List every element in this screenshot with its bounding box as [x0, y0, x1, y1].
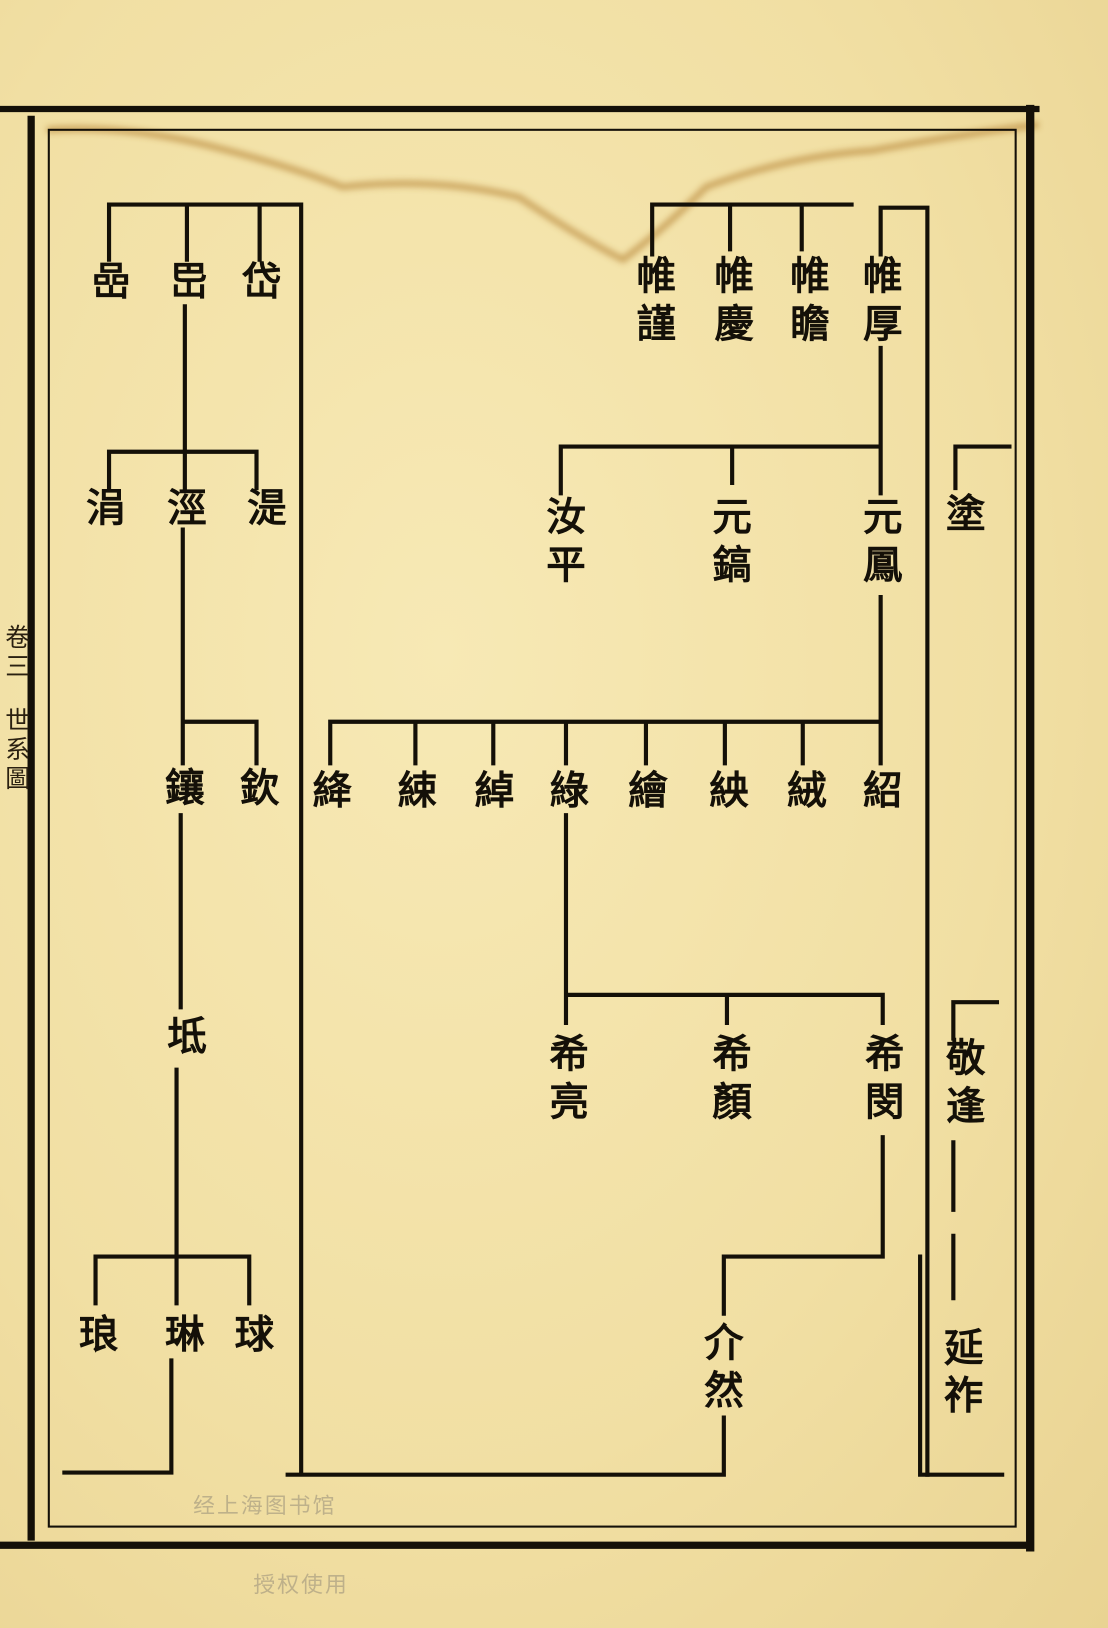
- person-name: 球: [234, 1310, 275, 1358]
- person-name: 元鳳: [862, 493, 903, 588]
- left-tree-lines-gen1: [106, 202, 304, 1475]
- person-name: 坻: [167, 1012, 207, 1060]
- person-name: 介然: [704, 1318, 744, 1414]
- person-name: 紹: [862, 766, 903, 814]
- person-name: 汝平: [546, 493, 586, 588]
- person-name: 涓: [86, 483, 126, 531]
- person-name: 綀: [397, 766, 438, 814]
- section-label: 世系圖: [5, 706, 31, 794]
- person-name: 湜: [247, 483, 287, 531]
- left-tree-lines-gen4-5: [62, 813, 252, 1475]
- right-tree-lines-gen5: [285, 1135, 885, 1477]
- person-name: 繪: [628, 766, 668, 814]
- person-name: 塗: [946, 490, 986, 537]
- right-tree-lines-gen3: [328, 595, 883, 766]
- right-tree-lines-gen4: [563, 813, 885, 1025]
- person-name: 希顏: [712, 1030, 752, 1125]
- far-right-lines-bottom: [918, 1000, 1005, 1477]
- left-tree-lines-gen2: [106, 304, 259, 491]
- person-name: 琳: [165, 1310, 205, 1358]
- person-name: 岱: [241, 257, 282, 305]
- inner-frame: [47, 128, 1017, 1528]
- left-tree-lines-gen3: [180, 527, 259, 766]
- person-name: 延祚: [943, 1324, 984, 1419]
- person-name: 帷謹: [636, 252, 677, 347]
- right-tree-lines-gen1: [650, 202, 854, 257]
- person-name: 嵒: [91, 257, 131, 305]
- person-name: 希閔: [865, 1030, 905, 1125]
- person-name: 欽: [239, 764, 280, 812]
- person-name: 綽: [474, 766, 515, 814]
- water-stain: [46, 121, 1039, 264]
- far-right-lines-top: [953, 444, 1012, 491]
- person-name: 涇: [167, 483, 207, 531]
- person-name: 帷慶: [714, 252, 754, 347]
- volume-label: 卷三: [5, 623, 31, 682]
- person-name: 鑲: [165, 764, 205, 812]
- right-tree-lines-gen2: [558, 345, 883, 496]
- person-name: 帷瞻: [790, 252, 830, 347]
- watermark-line2: 授权使用: [253, 1572, 349, 1598]
- right-tree-lines-bracket: [878, 205, 930, 1477]
- person-name: 琅: [78, 1310, 119, 1358]
- person-name: 綠: [549, 766, 589, 814]
- person-name: 絨: [787, 766, 827, 814]
- person-name: 岊: [169, 257, 209, 305]
- person-name: 敬逢: [946, 1034, 986, 1129]
- person-name: 紻: [709, 766, 749, 814]
- person-name: 帷厚: [862, 252, 903, 347]
- watermark-line1: 经上海图书馆: [193, 1493, 337, 1519]
- person-name: 元鎬: [712, 493, 752, 588]
- person-name: 絳: [312, 766, 353, 814]
- person-name: 希亮: [549, 1030, 589, 1125]
